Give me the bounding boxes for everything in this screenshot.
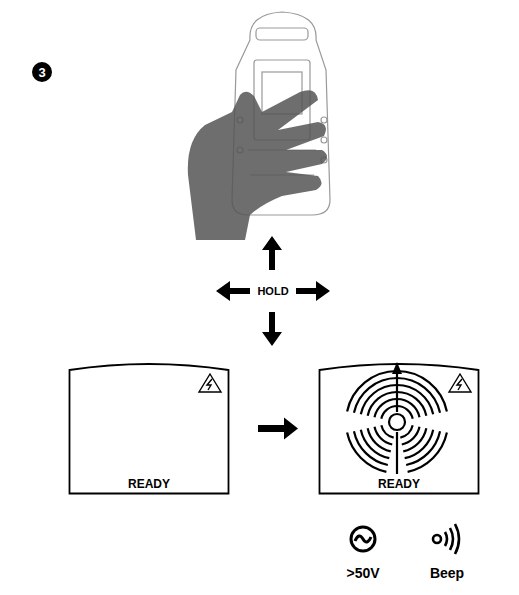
screen-status: READY xyxy=(318,477,480,491)
hand xyxy=(188,90,327,240)
screen-status: READY xyxy=(68,477,230,491)
display-screen: READY xyxy=(318,362,480,495)
beep-icon xyxy=(433,524,459,554)
voltage-label: >50V xyxy=(346,565,379,581)
callout-number: 3 xyxy=(38,65,45,80)
screen-outline xyxy=(68,362,230,495)
ac-voltage-icon xyxy=(351,527,375,551)
hold-label: HOLD xyxy=(257,285,288,297)
hold-arrows xyxy=(216,236,330,346)
callout-circle xyxy=(32,62,52,82)
flow-arrow xyxy=(258,418,298,440)
beep-label: Beep xyxy=(430,565,464,581)
display-screen: READY xyxy=(68,362,230,495)
screen-outline xyxy=(318,362,480,495)
